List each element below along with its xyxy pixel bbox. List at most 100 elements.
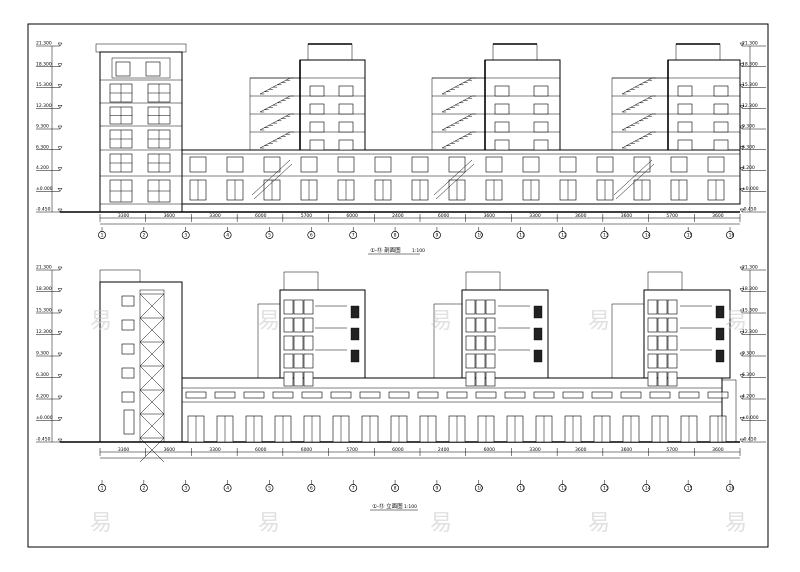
balcony-panel <box>715 327 725 341</box>
watermark-glyph: 易 <box>90 511 112 536</box>
axis-number: 1 <box>101 486 104 492</box>
podium-window <box>559 156 577 173</box>
level-label: 9.300 <box>742 124 755 130</box>
level-label: 21.300 <box>36 265 52 271</box>
axis-bubble <box>600 231 609 239</box>
front-window <box>647 317 658 333</box>
front-window <box>303 335 314 351</box>
watermark-glyph: 易 <box>430 309 452 334</box>
axis-bubble <box>558 484 567 492</box>
front-window <box>667 371 678 387</box>
axis-bubble <box>432 231 441 239</box>
axis-number: 2 <box>142 233 145 239</box>
axis-number: 11 <box>519 486 525 492</box>
dimension-value: 3300 <box>118 213 130 219</box>
podium-window <box>649 391 671 399</box>
podium-window <box>707 391 729 399</box>
podium-window <box>475 391 497 399</box>
front-window <box>465 335 476 351</box>
axis-bubble <box>726 484 734 492</box>
axis-bubble <box>432 484 441 492</box>
podium-window <box>633 156 651 173</box>
podium-window <box>596 156 614 173</box>
level-label: 9.300 <box>36 124 49 130</box>
axis-bubble <box>516 231 525 239</box>
tower-window <box>145 61 161 77</box>
axis-number: 1 <box>101 233 104 239</box>
axis-bubble <box>516 484 525 492</box>
podium-window <box>337 156 355 173</box>
balcony-panel <box>350 305 360 319</box>
axis-bubble <box>139 231 148 239</box>
level-label: 12.300 <box>36 329 52 335</box>
front-block <box>433 271 549 387</box>
balcony-panel <box>533 305 543 319</box>
front-window <box>465 317 476 333</box>
axis-number: 2 <box>142 486 145 492</box>
front-window <box>465 299 476 315</box>
front-window <box>283 371 294 387</box>
axis-number: 4 <box>226 233 229 239</box>
level-label: 6.300 <box>742 144 755 150</box>
dimension-value: 6000 <box>346 213 358 219</box>
front-window <box>475 335 486 351</box>
dimension-value: 6000 <box>484 447 496 453</box>
front-window <box>667 317 678 333</box>
dimension-value: 3300 <box>529 213 541 219</box>
axis-number: 13 <box>603 486 609 492</box>
level-label: 4.200 <box>742 165 755 171</box>
front-window <box>283 353 294 369</box>
front-elevation: 21.30018.30015.30012.3009.3006.3004.200±… <box>36 265 766 511</box>
front-window <box>657 299 668 315</box>
level-label: 9.300 <box>36 351 49 357</box>
dimension-value: 3600 <box>575 447 587 453</box>
section-scale: 1:100 <box>412 248 425 254</box>
podium-window <box>591 391 613 399</box>
balcony-panel <box>533 327 543 341</box>
axis-bubble <box>684 484 693 492</box>
front-window <box>475 317 486 333</box>
podium-section <box>181 149 741 205</box>
axis-bubble <box>558 231 567 239</box>
axis-number: 4 <box>226 486 229 492</box>
balcony-panel <box>715 305 725 319</box>
drawing-border <box>27 23 769 548</box>
tower-window <box>121 367 135 379</box>
front-window <box>293 335 304 351</box>
front-window <box>303 299 314 315</box>
balcony-panel <box>350 349 360 363</box>
left-tower <box>95 43 187 213</box>
podium-window <box>330 391 352 399</box>
front-window <box>667 299 678 315</box>
front-window <box>283 299 294 315</box>
podium-window <box>448 156 466 173</box>
front-window <box>293 299 304 315</box>
dimension-value: 3300 <box>209 447 221 453</box>
axis-bubble <box>139 484 148 492</box>
dimension-value: 6000 <box>255 447 267 453</box>
podium-window <box>263 156 281 173</box>
axis-number: 8 <box>394 486 397 492</box>
front-block <box>257 271 366 387</box>
level-label: 21.300 <box>742 41 758 47</box>
podium-window <box>189 156 207 173</box>
dimension-value: 5700 <box>346 447 358 453</box>
front-window <box>647 371 658 387</box>
stair-block <box>431 43 561 200</box>
front-window <box>303 317 314 333</box>
front-window <box>283 335 294 351</box>
front-window <box>475 371 486 387</box>
section-elevation: 21.30018.30015.30012.3009.3006.3004.200±… <box>36 41 766 255</box>
axis-bubble <box>307 231 316 239</box>
axis-number: 12 <box>561 486 567 492</box>
front-window <box>293 353 304 369</box>
dimension-value: 3600 <box>712 213 724 219</box>
watermark-glyph: 易 <box>725 309 747 334</box>
podium-window <box>411 156 429 173</box>
podium-front <box>181 377 737 443</box>
axis-number: 15 <box>687 233 693 239</box>
level-label: 21.300 <box>36 41 52 47</box>
watermark-glyph: 易 <box>588 309 610 334</box>
front-window <box>657 371 668 387</box>
axis-bubble <box>391 484 400 492</box>
